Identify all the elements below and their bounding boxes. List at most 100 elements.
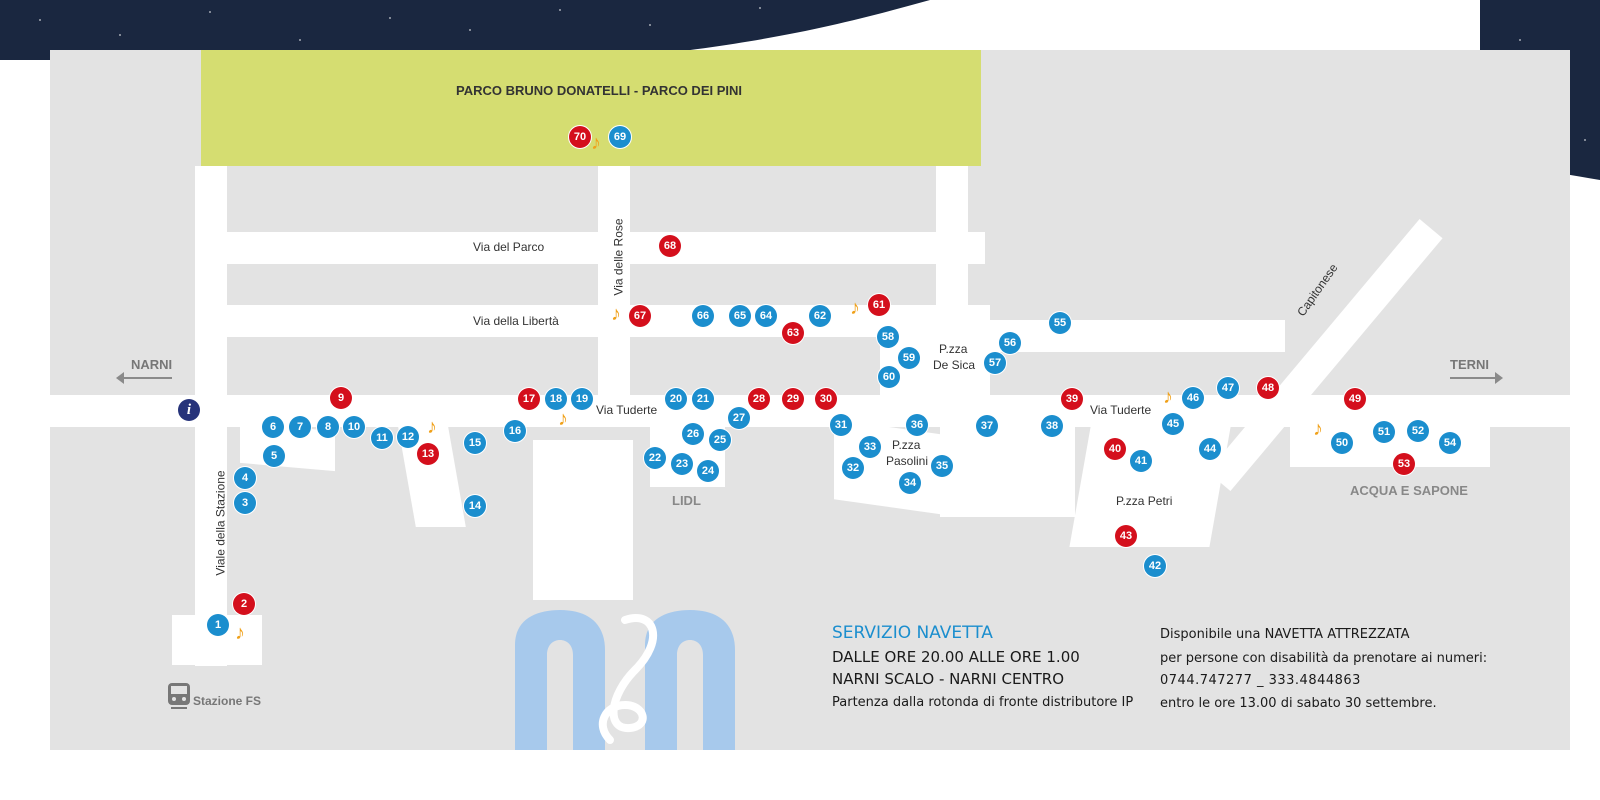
map-pin-22[interactable]: 22 [644, 447, 666, 469]
nsn-logo [515, 610, 735, 750]
park-title: PARCO BRUNO DONATELLI - PARCO DEI PINI [456, 83, 742, 98]
map-pin-40[interactable]: 40 [1104, 438, 1126, 460]
map-pin-34[interactable]: 34 [899, 472, 921, 494]
map-pin-11[interactable]: 11 [371, 427, 393, 449]
map-pin-65[interactable]: 65 [729, 305, 751, 327]
map-pin-42[interactable]: 42 [1144, 555, 1166, 577]
map-pin-26[interactable]: 26 [682, 423, 704, 445]
map-pin-35[interactable]: 35 [931, 455, 953, 477]
pzza-de-sica-label-1: P.zza [939, 342, 968, 356]
map-pin-25[interactable]: 25 [709, 429, 731, 451]
map-pin-48[interactable]: 48 [1257, 377, 1279, 399]
narni-direction-label: NARNI [131, 357, 173, 372]
map-pin-1[interactable]: 1 [207, 614, 229, 636]
map-pin-8[interactable]: 8 [317, 416, 339, 438]
map-pin-12[interactable]: 12 [397, 426, 419, 448]
map-pin-23[interactable]: 23 [671, 453, 693, 475]
map-pin-13[interactable]: 13 [417, 443, 439, 465]
pzza-petri-label: P.zza Petri [1116, 494, 1173, 508]
lidl-lot [533, 440, 633, 600]
map-pin-58[interactable]: 58 [877, 326, 899, 348]
festival-map: PARCO BRUNO DONATELLI - PARCO DEI PINI V… [50, 50, 1570, 750]
map-pin-49[interactable]: 49 [1344, 388, 1366, 410]
de-sica-square [880, 305, 990, 400]
map-pin-39[interactable]: 39 [1061, 388, 1083, 410]
map-pin-44[interactable]: 44 [1199, 438, 1221, 460]
map-pin-66[interactable]: 66 [692, 305, 714, 327]
map-pin-51[interactable]: 51 [1373, 421, 1395, 443]
map-pin-56[interactable]: 56 [999, 332, 1021, 354]
map-pin-5[interactable]: 5 [263, 445, 285, 467]
map-pin-18[interactable]: 18 [545, 388, 567, 410]
train-icon [168, 683, 190, 709]
via-delle-rose-label: Via delle Rose [611, 218, 626, 296]
map-pin-19[interactable]: 19 [571, 388, 593, 410]
map-pin-10[interactable]: 10 [343, 416, 365, 438]
terni-direction-label: TERNI [1450, 357, 1489, 372]
map-pin-6[interactable]: 6 [262, 416, 284, 438]
terni-arrow [1450, 377, 1495, 379]
map-pin-55[interactable]: 55 [1049, 312, 1071, 334]
map-pin-14[interactable]: 14 [464, 495, 486, 517]
map-pin-32[interactable]: 32 [842, 457, 864, 479]
map-pin-62[interactable]: 62 [809, 305, 831, 327]
map-pin-31[interactable]: 31 [830, 414, 852, 436]
map-pin-27[interactable]: 27 [728, 407, 750, 429]
parco-bruno-donatelli [201, 50, 981, 166]
accessible-deadline: entro le ore 13.00 di sabato 30 settembr… [1160, 696, 1437, 711]
music-note-icon: ♪ [427, 416, 437, 438]
map-pin-63[interactable]: 63 [782, 322, 804, 344]
map-pin-3[interactable]: 3 [234, 492, 256, 514]
map-pin-2[interactable]: 2 [233, 593, 255, 615]
map-pin-59[interactable]: 59 [898, 347, 920, 369]
via-del-parco-label: Via del Parco [473, 240, 545, 254]
shuttle-hours: DALLE ORE 20.00 ALLE ORE 1.00 [832, 648, 1080, 666]
map-pin-9[interactable]: 9 [330, 387, 352, 409]
lidl-label: LIDL [672, 493, 701, 508]
map-pin-36[interactable]: 36 [906, 414, 928, 436]
info-icon[interactable]: i [178, 399, 200, 421]
map-pin-29[interactable]: 29 [782, 388, 804, 410]
narni-arrow [122, 377, 172, 379]
map-pin-54[interactable]: 54 [1439, 432, 1461, 454]
map-pin-30[interactable]: 30 [815, 388, 837, 410]
map-pin-67[interactable]: 67 [629, 305, 651, 327]
arrow-right-icon [1495, 372, 1503, 384]
map-pin-20[interactable]: 20 [665, 388, 687, 410]
map-pin-68[interactable]: 68 [659, 235, 681, 257]
map-pin-45[interactable]: 45 [1162, 413, 1184, 435]
map-pin-7[interactable]: 7 [289, 416, 311, 438]
map-pin-64[interactable]: 64 [755, 305, 777, 327]
map-pin-47[interactable]: 47 [1217, 377, 1239, 399]
map-pin-69[interactable]: 69 [609, 126, 631, 148]
via-tuderte-label-1: Via Tuderte [596, 403, 658, 417]
shuttle-route: NARNI SCALO - NARNI CENTRO [832, 670, 1065, 688]
map-pin-43[interactable]: 43 [1115, 525, 1137, 547]
map-pin-24[interactable]: 24 [697, 460, 719, 482]
viale-stazione-road [195, 166, 227, 666]
map-pin-16[interactable]: 16 [504, 420, 526, 442]
map-pin-70[interactable]: 70 [569, 126, 591, 148]
accessible-line-1: Disponibile una NAVETTA ATTREZZATA [1160, 627, 1410, 642]
map-pin-37[interactable]: 37 [976, 415, 998, 437]
map-pin-61[interactable]: 61 [868, 294, 890, 316]
map-pin-38[interactable]: 38 [1041, 415, 1063, 437]
map-pin-46[interactable]: 46 [1182, 387, 1204, 409]
map-pin-15[interactable]: 15 [464, 432, 486, 454]
stazione-label: Stazione FS [193, 694, 262, 708]
map-pin-33[interactable]: 33 [859, 436, 881, 458]
viale-stazione-label: Viale della Stazione [213, 470, 228, 576]
map-pin-17[interactable]: 17 [518, 388, 540, 410]
map-pin-53[interactable]: 53 [1393, 453, 1415, 475]
shuttle-title: SERVIZIO NAVETTA [832, 623, 993, 643]
map-pin-28[interactable]: 28 [748, 388, 770, 410]
map-pin-57[interactable]: 57 [984, 352, 1006, 374]
map-pin-4[interactable]: 4 [234, 467, 256, 489]
map-pin-50[interactable]: 50 [1331, 432, 1353, 454]
map-pin-21[interactable]: 21 [692, 388, 714, 410]
shuttle-departure: Partenza dalla rotonda di fronte distrib… [832, 695, 1134, 710]
map-pin-60[interactable]: 60 [878, 366, 900, 388]
map-pin-41[interactable]: 41 [1130, 450, 1152, 472]
map-pin-52[interactable]: 52 [1407, 420, 1429, 442]
